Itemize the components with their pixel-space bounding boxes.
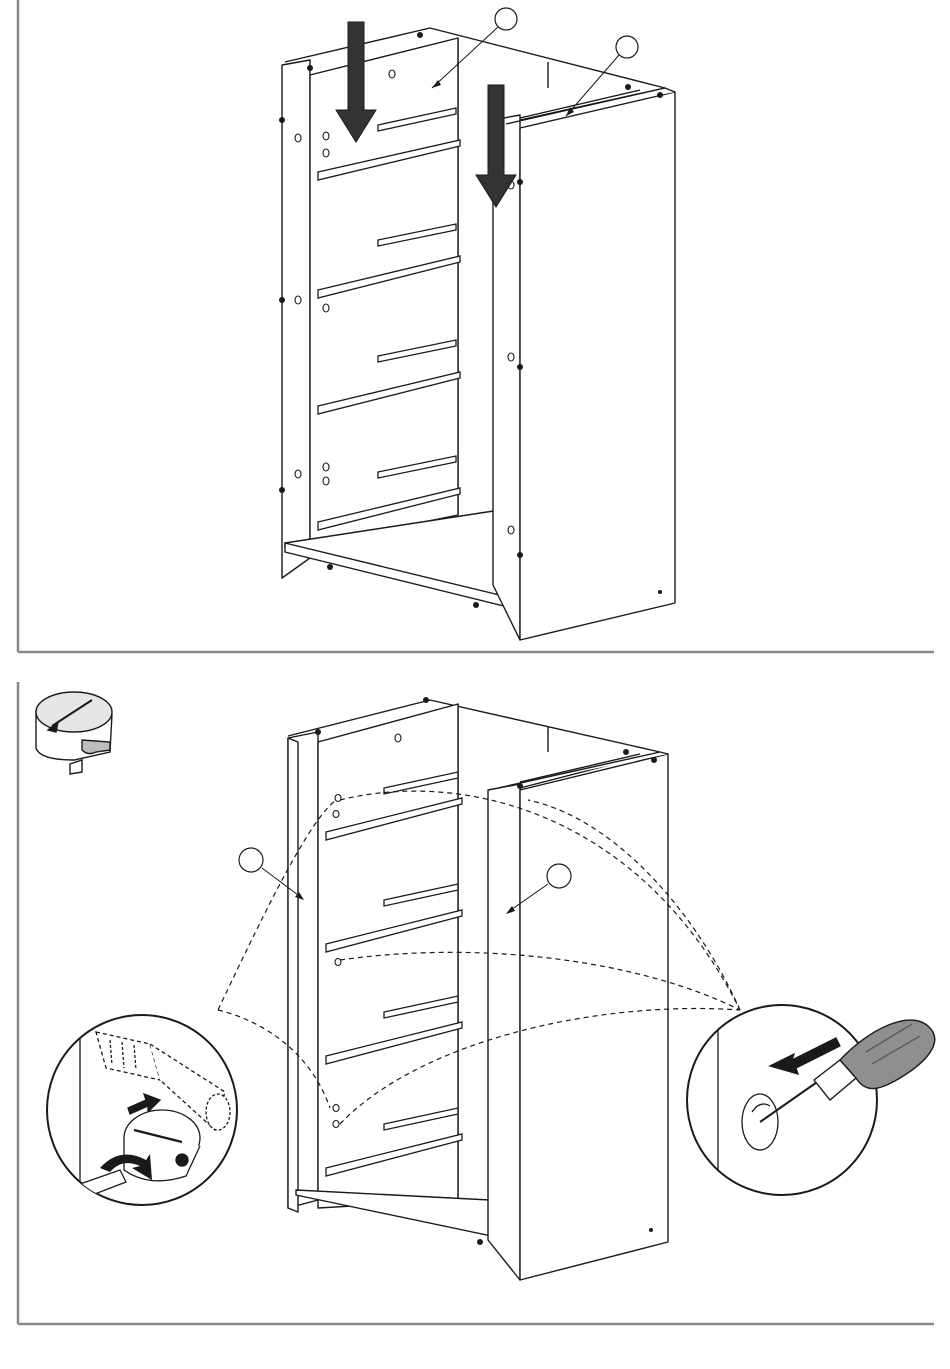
right-side-panel (520, 754, 668, 1280)
bottom-board (296, 1190, 520, 1242)
hole (323, 149, 329, 157)
step-1-panel (0, 0, 950, 660)
hole (323, 477, 329, 485)
hole (333, 811, 339, 818)
hole (323, 463, 329, 471)
hole (295, 470, 301, 478)
cam-lock-insert-detail (40, 1015, 237, 1212)
hole (295, 296, 301, 304)
hole (333, 1105, 339, 1112)
step-2-panel (0, 660, 950, 1369)
hole (323, 304, 329, 312)
right-side-panel (520, 92, 675, 640)
cam-lock-icon (36, 692, 112, 774)
left-side-panel-front (288, 738, 298, 1212)
hole (333, 1121, 339, 1128)
hole (335, 795, 341, 802)
hole (395, 734, 401, 742)
screwdriver-tighten-detail (687, 1005, 935, 1195)
hole (323, 132, 329, 140)
hole (389, 70, 395, 78)
hole (508, 526, 514, 534)
hole (295, 134, 301, 142)
hole (508, 353, 514, 361)
cam-lock-body (124, 1110, 200, 1181)
